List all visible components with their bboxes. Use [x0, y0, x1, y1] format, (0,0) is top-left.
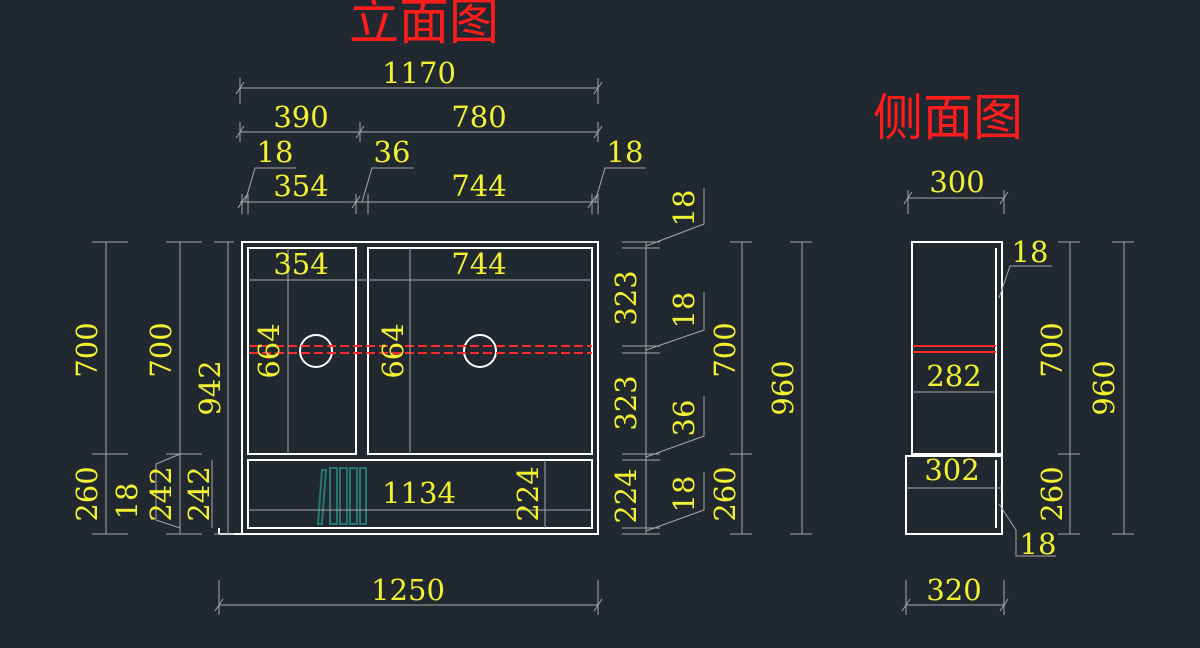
dim-right-total: 960 — [766, 360, 800, 415]
dim-front-bottom-overall: 1250 — [371, 573, 445, 607]
dim-right-divider: 36 — [667, 400, 701, 437]
front-shelf-marker — [249, 345, 592, 354]
dim-inner-left-width: 354 — [273, 247, 328, 281]
front-left-bay — [247, 247, 357, 455]
dim-side-bottom-depth: 320 — [926, 573, 981, 607]
dim-left-lower: 260 — [70, 466, 104, 521]
dim-front-mid-panel: 36 — [374, 135, 411, 169]
dim-front-top-overall: 1170 — [382, 56, 456, 90]
dim-front-left-panel: 18 — [257, 135, 294, 169]
dim-front-top-left: 390 — [273, 100, 328, 134]
dim-side-shelf-depth: 282 — [926, 359, 981, 393]
front-left-dimensions — [92, 241, 234, 535]
dim-left-lower-2: 242 — [144, 466, 178, 521]
dim-front-top-right: 780 — [451, 100, 506, 134]
front-inner-dimensions — [248, 248, 592, 528]
dim-side-upper: 700 — [1035, 322, 1069, 377]
dim-side-total: 960 — [1087, 360, 1121, 415]
dim-side-lower: 260 — [1035, 466, 1069, 521]
dim-side-top-depth: 300 — [929, 165, 984, 199]
dim-right-lower-bay: 323 — [609, 375, 643, 430]
side-drawer — [905, 455, 1003, 535]
dim-left-plinth: 18 — [110, 483, 144, 520]
binder-icon — [316, 467, 367, 525]
front-elevation-title: 立面图 — [349, 0, 499, 51]
front-top-dimensions — [235, 78, 646, 214]
front-right-dimensions — [622, 188, 812, 535]
dim-right-drawer: 224 — [609, 468, 643, 523]
dim-drawer-inner-height: 224 — [511, 466, 545, 521]
front-bottom-dimension — [214, 580, 603, 615]
dim-right-top-board: 18 — [667, 190, 701, 227]
dim-left-upper: 700 — [70, 322, 104, 377]
dim-left-lower-3: 242 — [182, 466, 216, 521]
left-bay-handle-hole — [299, 334, 333, 368]
front-cabinet-outline — [218, 241, 599, 535]
side-dimensions — [901, 190, 1134, 615]
dim-front-right-inner: 744 — [451, 169, 506, 203]
dim-side-drawer-depth: 302 — [924, 453, 979, 487]
side-shelf-marker — [913, 345, 996, 353]
dim-front-right-panel: 18 — [607, 135, 644, 169]
front-drawer — [247, 459, 593, 529]
dim-right-bay-height: 664 — [376, 323, 410, 378]
dim-left-bay-height: 664 — [252, 323, 286, 378]
dim-right-lower: 260 — [708, 466, 742, 521]
front-right-bay — [367, 247, 593, 455]
right-bay-handle-hole — [463, 334, 497, 368]
dim-left-total: 942 — [193, 360, 227, 415]
dim-front-left-inner: 354 — [273, 169, 328, 203]
dim-right-upper-bay: 323 — [609, 270, 643, 325]
dim-inner-right-width: 744 — [451, 247, 506, 281]
side-elevation-title: 侧面图 — [873, 89, 1023, 147]
dim-right-upper: 700 — [708, 322, 742, 377]
dim-side-bottom-board: 18 — [1020, 527, 1057, 561]
side-upper-body — [911, 241, 1003, 455]
dim-right-bottom-board: 18 — [667, 476, 701, 513]
dim-right-shelf: 18 — [667, 292, 701, 329]
dim-drawer-width: 1134 — [382, 476, 456, 510]
dim-side-top-board: 18 — [1012, 235, 1049, 269]
dim-left-upper-2: 700 — [144, 322, 178, 377]
